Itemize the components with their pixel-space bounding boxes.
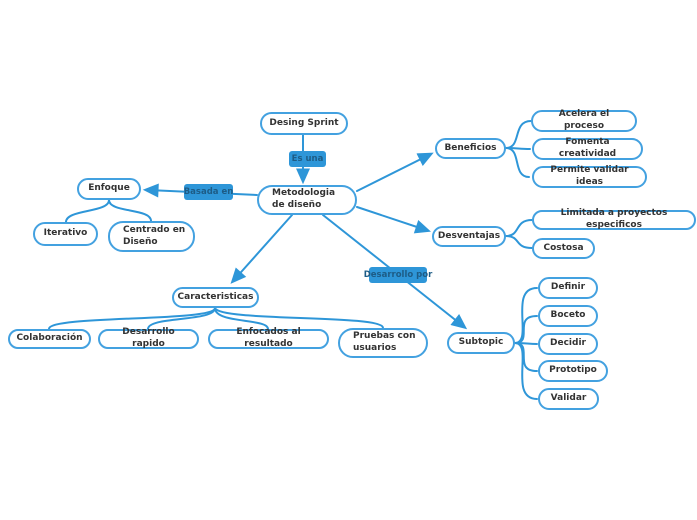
node-desventajas[interactable]: Desventajas	[432, 226, 506, 247]
edge-root-desventajas	[356, 206, 431, 234]
edge-label-desarrollo-por[interactable]: Desarrollo por	[364, 267, 432, 283]
tree-connectors	[48, 120, 538, 400]
node-beneficios[interactable]: Beneficios	[435, 138, 506, 159]
node-boceto[interactable]: Boceto	[538, 305, 598, 327]
node-definir[interactable]: Definir	[538, 277, 598, 299]
node-subtopic[interactable]: Subtopic	[447, 332, 515, 354]
node-prototipo[interactable]: Prototipo	[538, 360, 608, 382]
edge-root-beneficios	[356, 152, 434, 192]
node-acelera-el-proceso[interactable]: Acelera el proceso	[531, 109, 637, 132]
node-fomenta-creatividad[interactable]: Fomenta creatividad	[532, 137, 643, 160]
node-centrado-en-diseno[interactable]: Centrado en Diseño	[108, 221, 195, 252]
edge-label-basada-en[interactable]: Basada en	[184, 184, 233, 200]
edge-label-es-una[interactable]: Es una	[289, 151, 326, 167]
node-root-topic[interactable]: Metodologia de diseño	[257, 185, 357, 215]
node-colaboracion[interactable]: Colaboración	[8, 329, 91, 349]
node-caracteristicas[interactable]: Caracteristicas	[172, 287, 259, 308]
node-costosa[interactable]: Costosa	[532, 238, 595, 259]
node-enfocados-al-resultado[interactable]: Enfocados al resultado	[208, 327, 329, 349]
node-validar[interactable]: Validar	[538, 388, 599, 410]
node-enfoque[interactable]: Enfoque	[77, 178, 141, 200]
edge-root-caracteristicas	[230, 214, 293, 284]
node-pruebas-con-usuarios[interactable]: Pruebas con usuarios	[338, 328, 428, 358]
node-desing-sprint[interactable]: Desing Sprint	[260, 112, 348, 135]
node-desarrollo-rapido[interactable]: Desarrollo rapido	[98, 327, 199, 349]
node-iterativo[interactable]: Iterativo	[33, 222, 98, 246]
node-permite-validar-ideas[interactable]: Permite validar ideas	[532, 165, 647, 188]
node-decidir[interactable]: Decidir	[538, 333, 598, 355]
node-limitada-proyectos[interactable]: Limitada a proyectos especificos	[532, 208, 696, 230]
